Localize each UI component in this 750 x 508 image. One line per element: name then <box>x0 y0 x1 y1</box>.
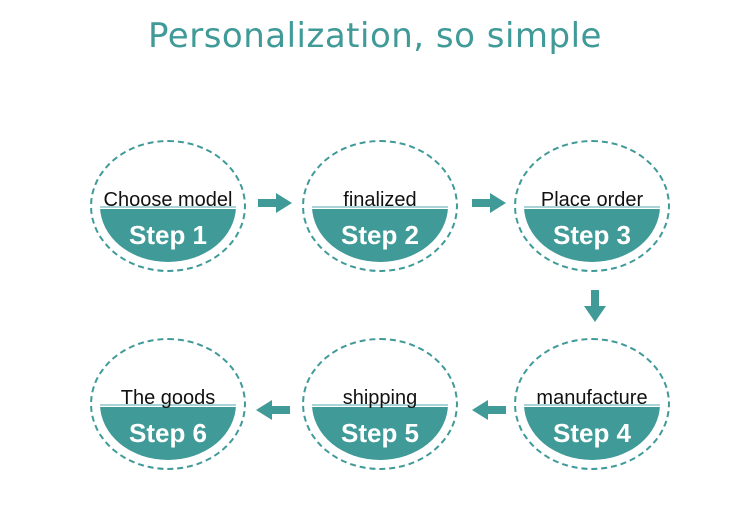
step-2-inner <box>312 150 448 262</box>
step-6-action: The goods <box>120 387 216 409</box>
step-4-label: Step 4 <box>552 418 632 448</box>
step-5-inner <box>312 348 448 460</box>
step-1-divider <box>100 206 236 208</box>
step-1-band <box>100 209 236 262</box>
step-5-action: shipping <box>342 387 418 409</box>
step-6-label: Step 6 <box>128 418 208 448</box>
step-6-inner <box>100 348 236 460</box>
step-6-divider <box>100 404 236 406</box>
step-6-band <box>100 407 236 460</box>
step-6-circle: The goods Step 6 <box>90 338 246 470</box>
step-5-circle: shipping Step 5 <box>302 338 458 470</box>
step-2-circle: finalized Step 2 <box>302 140 458 272</box>
step-2-label: Step 2 <box>340 220 420 250</box>
step-2-band <box>312 209 448 262</box>
arrow-right-icon <box>258 193 292 213</box>
step-5-label: Step 5 <box>340 418 420 448</box>
step-3-circle: Place order Step 3 <box>514 140 670 272</box>
step-3-inner <box>524 150 660 262</box>
step-3-action: Place order <box>540 189 644 211</box>
step-1-label: Step 1 <box>128 220 208 250</box>
step-4-inner <box>524 348 660 460</box>
page-title: Personalization, so simple <box>148 16 602 56</box>
step-5-band <box>312 407 448 460</box>
step-2-action: finalized <box>343 189 417 211</box>
arrow-left-icon <box>472 400 506 420</box>
step-4-circle: manufacture Step 4 <box>514 338 670 470</box>
step-1-inner <box>100 150 236 262</box>
step-3-band <box>524 209 660 262</box>
arrow-down-icon <box>584 290 606 322</box>
step-1-circle: Choose model Step 1 <box>90 140 246 272</box>
step-5-divider <box>312 404 448 406</box>
step-2-divider <box>312 206 448 208</box>
step-4-band <box>524 407 660 460</box>
step-1-action: Choose model <box>103 189 233 211</box>
step-3-label: Step 3 <box>552 220 632 250</box>
arrow-right-icon <box>472 193 506 213</box>
step-4-action: manufacture <box>536 387 648 409</box>
step-3-divider <box>524 206 660 208</box>
arrow-left-icon <box>256 400 290 420</box>
step-4-divider <box>524 404 660 406</box>
